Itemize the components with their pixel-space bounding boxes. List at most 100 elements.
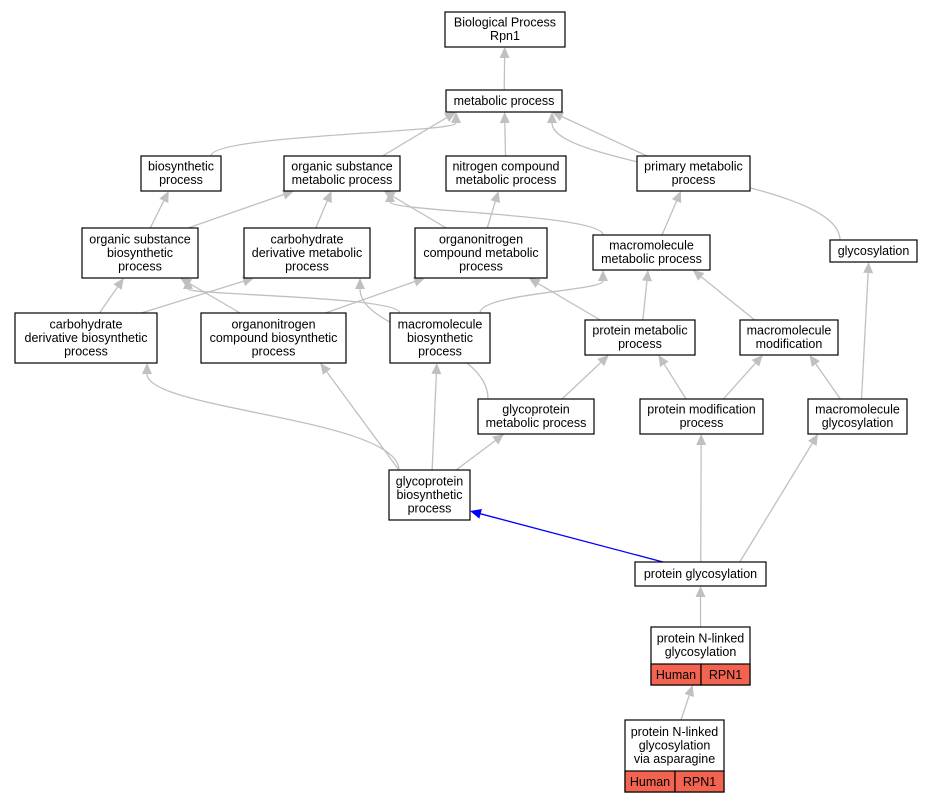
node-label-line: biosynthetic [407,331,473,345]
node-label-line: biosynthetic [396,488,462,502]
arrowhead-icon [807,434,818,446]
node-label-line: derivative biosynthetic [25,331,148,345]
node-label-line: biosynthetic [148,160,214,174]
arrowhead-icon [490,191,501,203]
edge-line [561,362,602,400]
edge-line [480,513,664,563]
node-box [477,398,595,435]
arrowhead-icon [142,363,152,374]
arrowhead-icon [547,112,557,123]
edge-macro-bio-to-org-sub-bio [183,278,401,314]
go-term-metabolic[interactable]: metabolic process [445,89,563,113]
arrowhead-icon [863,262,874,274]
arrowhead-icon [183,278,193,289]
annotation-tag-rpn1 [700,663,751,686]
node-label-line: process [459,259,503,273]
edge-line [382,117,447,157]
node-label-line: metabolic process [454,94,555,108]
edge-glycoprotein-bio-to-organonitro-bio [320,363,400,471]
node-label-line: glycoprotein [502,403,569,417]
node-label-line: nitrogen compound [452,160,559,174]
edge-macro-bio-to-macro-met [479,270,608,314]
edge-line [392,196,447,229]
edge-organonitro-met-to-nitrogen-met [486,191,501,229]
annotation-tag-label: Human [630,775,670,789]
node-box [592,234,711,271]
edge-line [504,122,507,157]
node-label-line: macromolecule [609,239,694,253]
node-label-line: via asparagine [634,752,715,766]
node-label-line: macromolecule [398,317,483,331]
arrowhead-icon [451,112,461,123]
arrowhead-icon [431,363,442,375]
node-label-line: process [252,344,296,358]
arrowhead-icon [159,191,169,204]
arrowhead-icon [499,112,510,124]
node-label-line: compound biosynthetic [210,331,338,345]
node-box [389,312,491,364]
node-label-line: biosynthetic [107,246,173,260]
arrowhead-icon [684,685,694,698]
node-box [444,11,566,48]
arrowhead-icon [443,112,456,122]
arrowhead-icon [320,363,331,375]
annotation-tag-label: RPN1 [683,775,716,789]
edge-line [722,362,756,400]
edge-line [389,201,604,236]
edge-line [189,282,241,314]
node-label-line: Rpn1 [490,29,520,43]
node-label-line: metabolic process [601,252,702,266]
node-label-line: glycosylation [665,645,737,659]
node-label-line: macromolecule [747,324,832,338]
arrowhead-icon [412,276,425,287]
edge-nitrogen-met-to-metabolic [499,112,510,157]
node-label-line: process [680,416,724,430]
go-term-glycosylation[interactable]: glycosylation [829,239,918,263]
edge-line [815,363,841,400]
node-box [283,155,401,192]
edge-line [537,283,601,321]
edge-carb-deriv-bio-to-org-sub-bio [98,278,124,314]
node-box [81,227,199,279]
arrowhead-icon [385,191,395,202]
node-box [445,155,567,192]
node-label-line: Biological Process [454,16,556,30]
node-label-line: metabolic process [456,173,557,187]
edge-line [455,440,496,471]
go-term-protein-glyco[interactable]: protein glycosylation [634,561,767,587]
edge-n-linked-to-protein-glyco [695,586,706,627]
edge-protein-mod-to-protein-met [658,355,687,400]
arrowhead-icon [113,278,124,290]
edge-line [187,288,401,314]
edge-metabolic-to-bp [499,47,510,91]
arrowhead-icon [552,112,565,122]
edge-line [325,281,415,314]
annotation-tag-rpn1 [674,770,725,793]
node-box [445,89,563,113]
node-box [414,227,548,279]
arrowhead-icon [751,355,763,367]
edge-line [486,201,496,229]
edge-line [479,280,604,314]
